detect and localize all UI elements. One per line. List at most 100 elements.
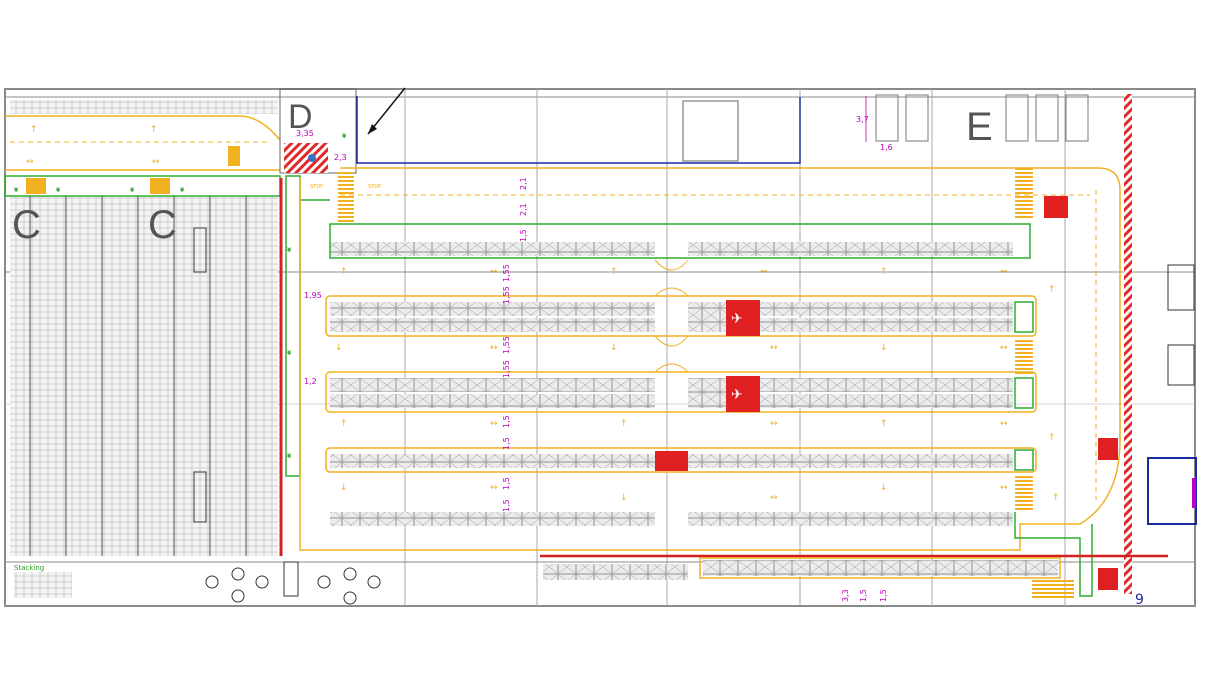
right-annex: 9 — [1135, 264, 1197, 608]
stop-mark-1: STOP — [310, 184, 323, 190]
dim-aisle-top-a: 2,1 — [519, 177, 528, 190]
dim-aisle-low-c: 1,5 — [502, 477, 511, 490]
svg-text:↔: ↔ — [1000, 267, 1008, 277]
dim-aisle-mid-b: 1,55 — [502, 286, 511, 304]
svg-text:↔: ↔ — [490, 419, 498, 429]
svg-text:↓: ↓ — [880, 343, 888, 353]
rack-loops — [325, 295, 1037, 473]
rack-row — [760, 394, 1013, 408]
svg-text:↑: ↑ — [340, 419, 348, 429]
fire-wall — [1124, 94, 1132, 594]
svg-text:↑: ↑ — [30, 125, 38, 135]
dim-d-height: 2,3 — [334, 153, 347, 162]
rack-row — [760, 378, 1013, 392]
svg-text:↑: ↑ — [620, 419, 628, 429]
rack-row — [330, 454, 655, 468]
zone-c-marker: ¥ — [14, 187, 19, 194]
dim-aisle-left: 1,95 — [304, 291, 322, 300]
fire-equipment-icon — [1098, 438, 1118, 460]
zone-e-label: E — [966, 105, 993, 149]
svg-text:↑: ↑ — [150, 125, 158, 135]
svg-text:↔: ↔ — [490, 267, 498, 277]
left-corridor: ¥ ¥ ¥ 1,95 1,2 — [279, 175, 330, 556]
rack-row — [330, 512, 655, 526]
dim-e-depth: 3,7 — [856, 115, 869, 124]
svg-text:↑: ↑ — [880, 267, 888, 277]
rack-row — [330, 302, 655, 316]
svg-text:↔: ↔ — [770, 419, 778, 429]
svg-text:↓: ↓ — [610, 343, 618, 353]
svg-text:↑: ↑ — [1048, 433, 1056, 443]
area-number: 9 — [1135, 592, 1144, 608]
fire-equipment-icon — [1044, 196, 1068, 218]
svg-text:↑: ↑ — [880, 419, 888, 429]
zone-e: E 3,7 1,6 — [856, 94, 1089, 152]
dim-bottom-b: 1,5 — [879, 589, 888, 602]
svg-text:↔: ↔ — [1000, 483, 1008, 493]
rack-row — [330, 318, 655, 332]
svg-text:↔: ↔ — [770, 493, 778, 503]
rack-row — [330, 378, 655, 392]
dim-d-width: 3,35 — [296, 129, 314, 138]
rack-row — [688, 242, 1013, 256]
dim-bottom-a: 3,3 — [841, 589, 850, 602]
racking-rows — [329, 223, 1031, 526]
svg-text:✈: ✈ — [731, 387, 743, 403]
rack-row — [760, 318, 1013, 332]
svg-text:↔: ↔ — [26, 157, 34, 167]
svg-text:↑: ↑ — [1048, 285, 1056, 295]
svg-text:↔: ↔ — [760, 267, 768, 277]
top-left-aisle: ↑ ↑ ↔ ↔ — [5, 115, 281, 171]
svg-text:↓: ↓ — [335, 343, 343, 353]
dim-aisle-top-c: 1,5 — [519, 229, 528, 242]
svg-text:↔: ↔ — [1000, 343, 1008, 353]
svg-text:↓: ↓ — [880, 483, 888, 493]
top-middle-area — [356, 87, 801, 164]
bottom-left-label: Stacking — [14, 564, 44, 572]
zone-c-label-1: C — [12, 203, 41, 247]
svg-text:↑: ↑ — [340, 267, 348, 277]
rack-row — [688, 454, 1013, 468]
stop-mark-2: STOP — [368, 184, 381, 190]
zone-c-storage: ¥ ¥ ¥ ¥ C C — [4, 100, 281, 556]
dim-aisle-low-a: 1,5 — [502, 415, 511, 428]
main-traffic-loop — [299, 167, 1121, 551]
dim-aisle-left-2: 1,2 — [304, 377, 317, 386]
dim-aisle-top-b: 2,1 — [519, 203, 528, 216]
svg-text:↔: ↔ — [1000, 419, 1008, 429]
rack-row — [688, 512, 1013, 526]
rack-row — [760, 302, 1013, 316]
forklift-bays: ✈ ✈ — [655, 300, 760, 471]
svg-text:↓: ↓ — [620, 493, 628, 503]
dim-aisle-mid-c: 1,55 — [502, 336, 511, 354]
zone-d: D 3,35 2,3 ¥ STOP STOP — [279, 88, 381, 222]
zone-d-label: D — [288, 98, 313, 136]
dim-aisle-mid-a: 1,55 — [502, 264, 511, 282]
svg-text:↑: ↑ — [1052, 493, 1060, 503]
svg-text:¥: ¥ — [130, 187, 135, 194]
svg-text:↔: ↔ — [490, 343, 498, 353]
dim-e-width: 1,6 — [880, 143, 893, 152]
aisle-arrows: ↑ ↔ ↑ ↔ ↑ ↔ ↓ ↔ ↓ ↔ ↓ ↔ ↑ ↔ ↑ ↔ ↑ ↔ ↓ ↔ ↓ ↔ ↓ ↔ ↑ ↑ ↑ — [335, 267, 1060, 503]
svg-text:↔: ↔ — [152, 157, 160, 167]
fire-equipment-icon — [1098, 568, 1118, 590]
svg-text:¥: ¥ — [180, 187, 185, 194]
svg-text:¥: ¥ — [56, 187, 61, 194]
svg-text:↔: ↔ — [490, 483, 498, 493]
dim-aisle-mid-d: 1,55 — [502, 360, 511, 378]
zone-c-label-2: C — [148, 203, 177, 247]
svg-text:¥: ¥ — [287, 350, 292, 357]
dim-aisle-low-b: 1,5 — [502, 437, 511, 450]
svg-text:¥: ¥ — [287, 247, 292, 254]
dim-aisle-low-d: 1,5 — [502, 499, 511, 512]
rack-row — [330, 394, 655, 408]
rack-row — [330, 242, 655, 256]
svg-text:¥: ¥ — [342, 133, 347, 140]
svg-text:¥: ¥ — [287, 453, 292, 460]
svg-text:✈: ✈ — [731, 311, 743, 327]
svg-text:↑: ↑ — [610, 267, 618, 277]
svg-text:↓: ↓ — [340, 483, 348, 493]
bottom-area: 3,3 1,5 1,5 Stacking — [14, 554, 1168, 605]
svg-text:↔: ↔ — [770, 343, 778, 353]
